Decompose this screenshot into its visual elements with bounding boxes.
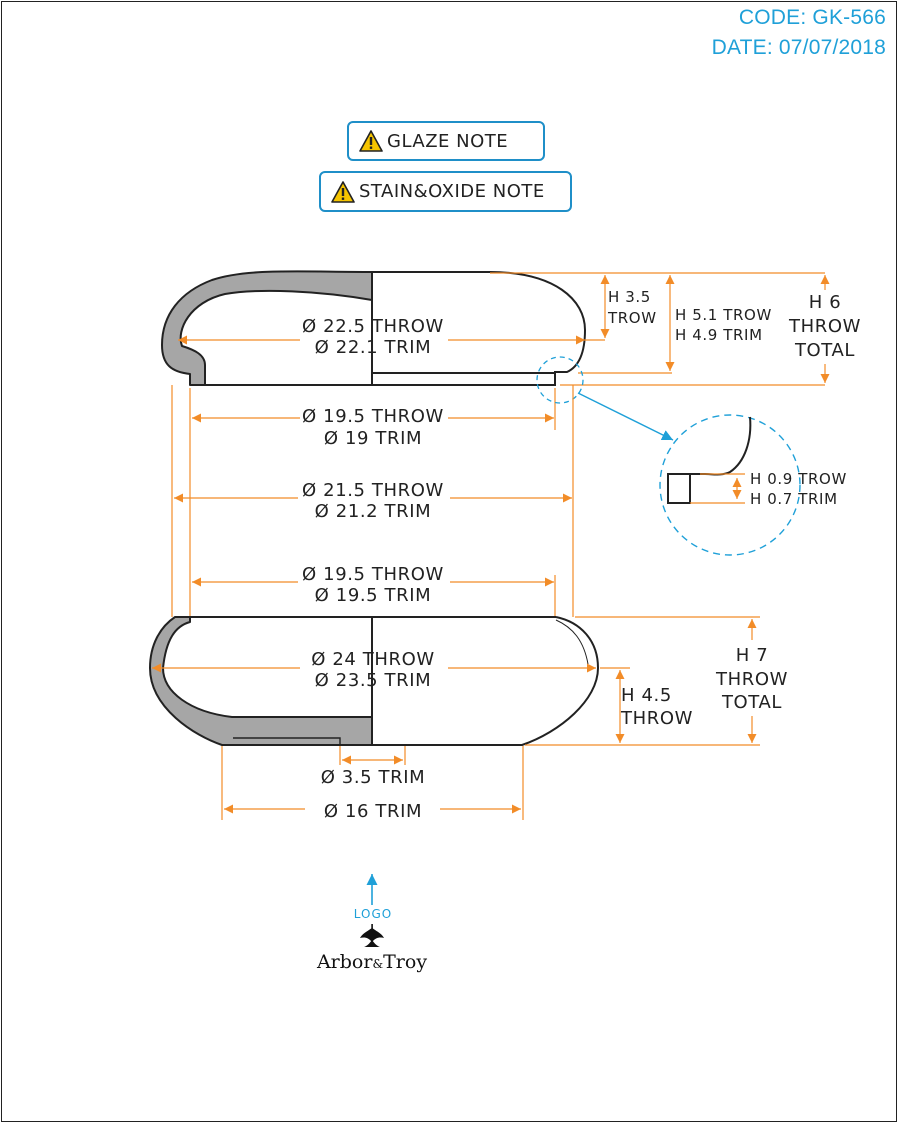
lid-total-label: TOTAL — [794, 340, 855, 361]
middle-dimensions — [171, 385, 574, 617]
brand-emblem-icon — [360, 924, 384, 947]
lid-profile — [161, 270, 587, 386]
middle-diameter-trim: Ø 21.2 TRIM — [315, 501, 432, 522]
glaze-note-button[interactable]: GLAZE NOTE — [347, 121, 545, 161]
bowl-height: H 4.5 — [621, 685, 672, 706]
lid-inner-trim: Ø 19 TRIM — [324, 428, 422, 449]
bowl-total-height: H 7 — [736, 645, 769, 666]
bowl-diameter-throw: Ø 24 THROW — [311, 649, 435, 670]
detail-dimensions — [690, 473, 745, 504]
middle-diameter-throw: Ø 21.5 THROW — [302, 480, 444, 501]
bowl-total-label: TOTAL — [721, 692, 782, 713]
logo-label: LOGO — [354, 907, 392, 921]
lid-height-trim: H 4.9 TRIM — [675, 326, 763, 344]
lid-total-height: H 6 — [809, 292, 842, 313]
lid-dimensions — [178, 272, 830, 617]
lid-height-small: H 3.5 — [608, 288, 651, 306]
detail-height-trim: H 0.7 TRIM — [750, 490, 838, 508]
product-code: CODE: GK-566 — [738, 6, 886, 29]
detail-height-throw: H 0.9 TROW — [750, 470, 847, 488]
bowl-profile — [149, 616, 600, 746]
warning-icon — [359, 130, 383, 152]
stain-oxide-note-button[interactable]: STAIN&OXIDE NOTE — [319, 171, 572, 212]
bowl-dimensions — [152, 616, 760, 820]
lid-height-small-unit: TROW — [607, 309, 657, 327]
bowl-height-throw: THROW — [620, 708, 693, 729]
rim-diameter-trim: Ø 19.5 TRIM — [315, 585, 432, 606]
warning-icon — [331, 180, 355, 203]
rim-diameter-throw: Ø 19.5 THROW — [302, 564, 444, 585]
base-diameter-trim: Ø 16 TRIM — [324, 801, 422, 822]
brand-logo: Arbor&Troy — [316, 951, 427, 973]
bowl-total-throw: THROW — [715, 669, 788, 690]
hole-diameter-trim: Ø 3.5 TRIM — [321, 767, 426, 788]
lid-diameter-trim: Ø 22.1 TRIM — [315, 337, 432, 358]
glaze-note-label: GLAZE NOTE — [387, 130, 509, 152]
logo-marker: LOGO — [354, 874, 392, 921]
drawing-date: DATE: 07/07/2018 — [711, 36, 886, 59]
stain-oxide-note-label: STAIN&OXIDE NOTE — [359, 181, 545, 202]
lid-height-throw: H 5.1 TROW — [675, 306, 772, 324]
lid-diameter-throw: Ø 22.5 THROW — [302, 316, 444, 337]
lid-inner-throw: Ø 19.5 THROW — [302, 406, 444, 427]
detail-callout — [536, 356, 801, 556]
lid-total-throw: THROW — [788, 316, 861, 337]
bowl-diameter-trim: Ø 23.5 TRIM — [315, 670, 432, 691]
